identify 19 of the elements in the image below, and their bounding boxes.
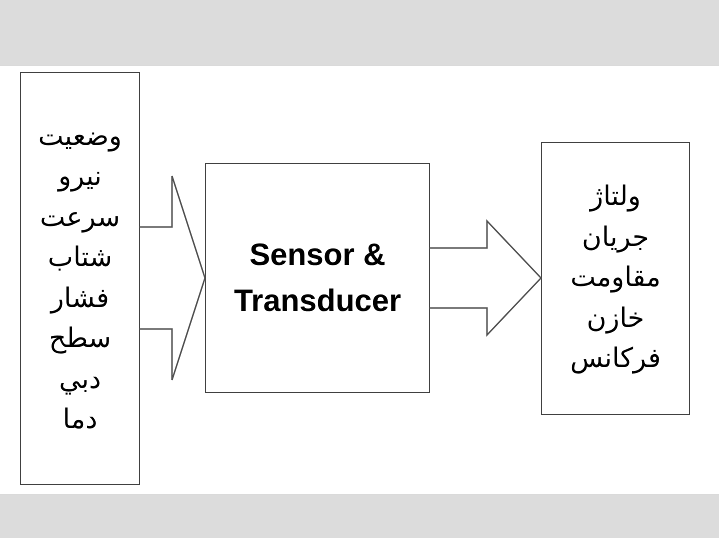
list-item: سرعت xyxy=(40,200,120,235)
list-item: جريان xyxy=(582,220,650,255)
list-item: نيرو xyxy=(58,160,102,194)
list-item: فركانس xyxy=(570,342,661,376)
list-box xyxy=(20,72,140,485)
list-item: سطح xyxy=(48,322,112,356)
list-item: مقاومت xyxy=(570,261,661,296)
block-arrow xyxy=(139,175,206,381)
box-label: Sensor & Transducer xyxy=(232,236,402,320)
process-box xyxy=(205,163,430,393)
list-item: وضعيت xyxy=(38,120,122,154)
list-item: ولتاژ xyxy=(590,180,641,214)
list-item: دما xyxy=(62,403,98,437)
block-arrow xyxy=(429,219,542,337)
list-item: دبي xyxy=(58,362,102,397)
list-box xyxy=(541,142,690,415)
list-item: خازن xyxy=(586,302,644,336)
list-item: شتاب xyxy=(48,241,112,275)
list-item: فشار xyxy=(50,282,110,316)
